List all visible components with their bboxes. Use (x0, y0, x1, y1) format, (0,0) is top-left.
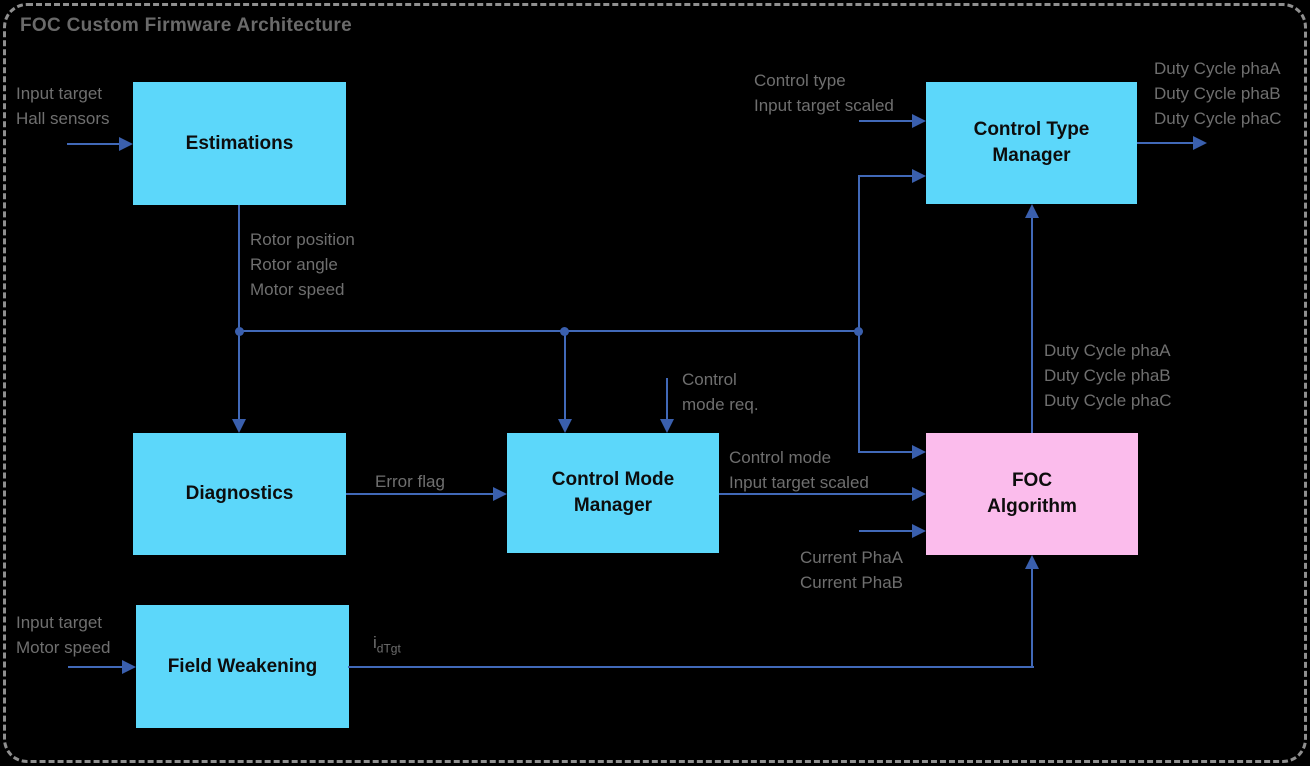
connector-foc-current-input-line (859, 530, 914, 532)
label-control-mode-request: Control mode req. (682, 367, 759, 417)
connector-estimations-input-line (67, 143, 121, 145)
connector-control-type-input1-arrowhead (912, 114, 926, 128)
connector-foc-to-control-type-arrowhead (1025, 204, 1039, 218)
label-current-phaA: Current PhaA (800, 548, 903, 567)
label-estimations-outputs: Rotor position Rotor angle Motor speed (250, 227, 355, 302)
label-control-mode: Control mode (729, 448, 832, 467)
block-foc-algorithm-label-line1: FOC (1011, 470, 1053, 491)
connector-field-weakening-output-arrowhead (1025, 555, 1039, 569)
connector-control-type-output-arrowhead (1193, 136, 1207, 150)
connector-control-type-output-line (1137, 142, 1195, 144)
block-diagnostics: Diagnostics (133, 433, 346, 555)
junction-dot-estimations (235, 327, 244, 336)
label-rotor-angle: Rotor angle (250, 255, 338, 274)
label-estimations-input-2: Hall sensors (16, 109, 110, 128)
label-duty-cycle-phaB-int: Duty Cycle phaB (1044, 366, 1171, 385)
label-fw-input-1: Input target (16, 613, 103, 632)
label-rotor-position: Rotor position (250, 230, 355, 249)
block-foc-algorithm: FOC Algorithm (926, 433, 1138, 555)
connector-control-mode-request-arrowhead (660, 419, 674, 433)
connector-foc-to-control-type-line (1031, 216, 1033, 433)
label-idtgt: idTgt (373, 630, 401, 661)
connector-error-flag-line (346, 493, 495, 495)
block-control-mode-manager: Control Mode Manager (507, 433, 719, 553)
connector-field-weakening-output-vline (1031, 567, 1033, 668)
label-control-type: Control type (754, 71, 846, 90)
connector-field-weakening-input-arrowhead (122, 660, 136, 674)
connector-bus-to-control-mode-line (564, 331, 566, 421)
label-control-type-inputs: Control type Input target scaled (754, 68, 894, 118)
connector-estimations-to-diagnostics-arrowhead (232, 419, 246, 433)
connector-foc-current-input-arrowhead (912, 524, 926, 538)
label-estimations-input-1: Input target (16, 84, 103, 103)
block-control-type-manager-label-line2: Manager (992, 145, 1071, 166)
label-control-mode-outputs: Control mode Input target scaled (729, 445, 869, 495)
block-diagnostics-label: Diagnostics (185, 483, 294, 504)
block-foc-algorithm-label-line2: Algorithm (987, 496, 1077, 517)
block-estimations-label: Estimations (185, 132, 294, 154)
connector-estimations-to-diagnostics-line (238, 205, 240, 421)
connector-bus-to-control-type-vline (858, 175, 860, 332)
label-motor-speed: Motor speed (250, 280, 345, 299)
label-duty-cycle-phaA-out: Duty Cycle phaA (1154, 59, 1281, 78)
connector-field-weakening-output-hline (348, 666, 1034, 668)
connector-foc-input1-arrowhead (912, 445, 926, 459)
label-fw-input-2: Motor speed (16, 638, 111, 657)
block-control-type-manager-label-line1: Control Type (973, 119, 1090, 140)
block-control-mode-manager-label-line2: Manager (573, 495, 653, 516)
label-current-phaB: Current PhaB (800, 573, 903, 592)
label-duty-cycle-phaB-out: Duty Cycle phaB (1154, 84, 1281, 103)
connector-field-weakening-input-line (68, 666, 124, 668)
connector-control-mode-output-arrowhead (912, 487, 926, 501)
block-control-mode-manager-label-line1: Control Mode (551, 469, 675, 490)
label-input-target-scaled-top: Input target scaled (754, 96, 894, 115)
label-duty-cycle-phaC-out: Duty Cycle phaC (1154, 109, 1282, 128)
connector-control-mode-output-line (719, 493, 914, 495)
block-field-weakening: Field Weakening (136, 605, 349, 728)
label-duty-cycle-phaA-int: Duty Cycle phaA (1044, 341, 1171, 360)
connector-bus-to-foc-vline (858, 330, 860, 453)
junction-dot-control-mode (560, 327, 569, 336)
label-control-mode-req-2: mode req. (682, 395, 759, 414)
label-field-weakening-inputs: Input target Motor speed (16, 610, 111, 660)
block-control-type-manager: Control Type Manager (926, 82, 1137, 204)
connector-control-mode-request-line (666, 378, 668, 421)
connector-estimations-input-arrowhead (119, 137, 133, 151)
label-control-mode-req-1: Control (682, 370, 737, 389)
label-idtgt-sub: dTgt (376, 641, 401, 656)
label-input-target-scaled-mid: Input target scaled (729, 473, 869, 492)
label-duty-cycle-phaC-int: Duty Cycle phaC (1044, 391, 1172, 410)
label-current-inputs: Current PhaA Current PhaB (800, 545, 903, 595)
connector-control-type-input2-arrowhead (912, 169, 926, 183)
label-idtgt-main: i (373, 633, 377, 652)
block-estimations: Estimations (133, 82, 346, 205)
connector-foc-input1-line (859, 451, 914, 453)
block-field-weakening-label: Field Weakening (167, 655, 318, 677)
connector-control-type-input1-line (859, 120, 914, 122)
junction-dot-right (854, 327, 863, 336)
label-duty-cycle-internal: Duty Cycle phaA Duty Cycle phaB Duty Cyc… (1044, 338, 1172, 413)
connector-error-flag-arrowhead (493, 487, 507, 501)
label-estimations-inputs: Input target Hall sensors (16, 81, 110, 131)
connector-bus-to-control-mode-arrowhead (558, 419, 572, 433)
label-duty-cycle-outputs: Duty Cycle phaA Duty Cycle phaB Duty Cyc… (1154, 56, 1282, 131)
label-error-flag: Error flag (375, 472, 445, 491)
diagram-title: FOC Custom Firmware Architecture (20, 15, 352, 36)
connector-bus-line (238, 330, 860, 332)
connector-control-type-input2-line (859, 175, 914, 177)
